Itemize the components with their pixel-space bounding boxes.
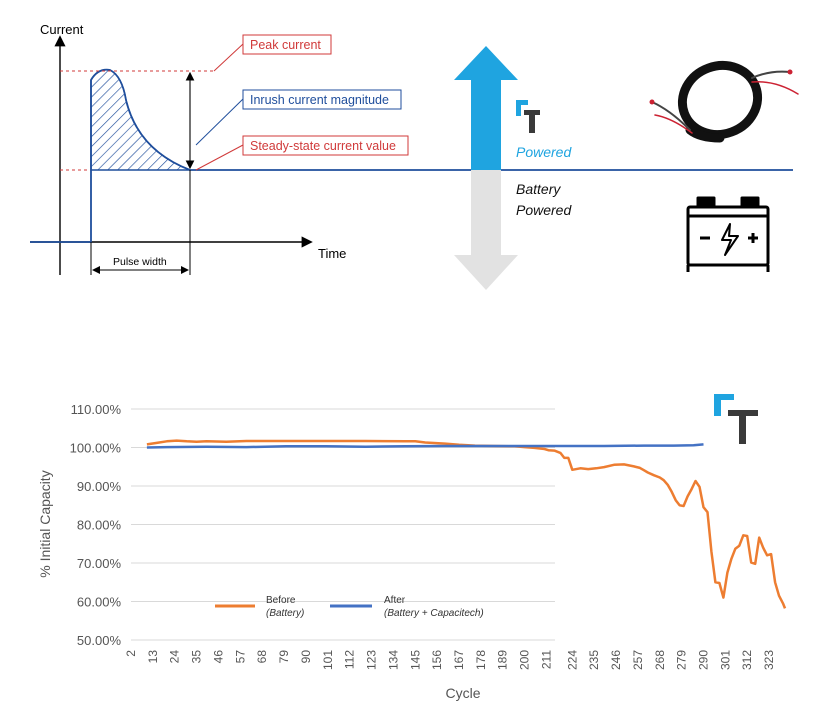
peak-callout-box <box>242 34 332 55</box>
ct-logo-icon <box>516 100 540 133</box>
x-tick-label: 189 <box>496 650 510 670</box>
x-tick-label: 101 <box>321 650 335 670</box>
x-tick-label: 301 <box>718 650 732 670</box>
y-tick-label: 60.00% <box>77 595 122 610</box>
x-tick-label: 46 <box>211 650 225 664</box>
x-tick-label: 279 <box>675 650 689 670</box>
x-tick-label: 13 <box>146 650 160 664</box>
peak-callout: Peak current <box>250 38 321 52</box>
x-tick-label: 68 <box>255 650 269 664</box>
chart-y-axis-label: % Initial Capacity <box>37 470 53 577</box>
x-tick-label: 257 <box>631 650 645 670</box>
x-tick-label: 2 <box>124 650 138 657</box>
steady-leader <box>195 144 244 171</box>
inrush-callout: Inrush current magnitude <box>250 93 389 107</box>
inrush-leader <box>195 98 244 146</box>
x-tick-label: 24 <box>168 650 182 664</box>
chart-gridlines <box>131 408 555 641</box>
x-tick-label: 167 <box>452 650 466 670</box>
powered-label: Powered <box>516 144 572 160</box>
peak-leader <box>213 43 244 72</box>
y-tick-label: 100.00% <box>70 441 122 456</box>
y-tick-label: 90.00% <box>77 479 122 494</box>
battery-icon <box>686 196 770 272</box>
battery-label-line1: Battery <box>516 181 561 197</box>
up-arrow-icon <box>454 46 518 170</box>
x-tick-label: 211 <box>539 650 553 669</box>
x-tick-label: 268 <box>653 650 667 670</box>
inrush-diagram: Current Time Pulse width Peak current In… <box>30 22 793 275</box>
chart-y-ticks: 110.00% 100.00% 90.00% 80.00% 70.00% 60.00% 50… <box>70 402 122 648</box>
capacity-chart: 110.00% 100.00% 90.00% 80.00% 70.00% 60.00% 50… <box>37 402 787 701</box>
legend-before-sub: (Battery) <box>266 608 304 619</box>
battery-label-line2: Powered <box>516 202 572 218</box>
x-tick-label: 134 <box>386 650 400 670</box>
x-tick-label: 123 <box>365 650 379 670</box>
x-tick-label: 79 <box>277 650 291 664</box>
wire-harness-icon <box>649 61 799 143</box>
x-tick-label: 145 <box>408 650 422 670</box>
chart-series <box>146 439 787 609</box>
down-arrow-icon <box>454 170 518 290</box>
chart-x-ticks: 2 13 24 35 46 57 68 79 90 101 112 123 134 145 156 167 17… <box>124 650 776 670</box>
y-tick-label: 70.00% <box>77 556 122 571</box>
legend-after-sub: (Battery + Capacitech) <box>384 608 484 619</box>
series-line-before <box>146 439 787 609</box>
x-tick-label: 90 <box>299 650 313 664</box>
x-tick-label: 112 <box>343 650 357 669</box>
y-tick-label: 50.00% <box>77 633 122 648</box>
x-tick-label: 35 <box>190 650 204 664</box>
current-curve <box>30 68 793 243</box>
chart-x-axis-label: Cycle <box>445 685 480 701</box>
chart-legend: Before (Battery) After (Battery + Capaci… <box>215 595 484 619</box>
diagram-x-axis-label: Time <box>318 246 346 261</box>
y-tick-label: 80.00% <box>77 518 122 533</box>
steady-callout: Steady-state current value <box>250 139 396 153</box>
y-tick-label: 110.00% <box>71 402 122 417</box>
diagram-y-axis-label: Current <box>40 22 84 37</box>
power-arrows <box>454 46 518 290</box>
x-tick-label: 224 <box>565 650 579 670</box>
x-tick-label: 290 <box>696 650 710 670</box>
x-tick-label: 156 <box>430 650 444 670</box>
x-tick-label: 246 <box>609 650 623 670</box>
x-tick-label: 57 <box>233 650 247 664</box>
legend-after-name: After <box>384 595 406 606</box>
series-line-after <box>146 443 704 449</box>
x-tick-label: 235 <box>587 650 601 670</box>
pulse-width-label: Pulse width <box>113 256 167 268</box>
x-tick-label: 323 <box>762 650 776 670</box>
ct-logo-icon <box>714 394 758 444</box>
inrush-area <box>90 69 191 171</box>
x-tick-label: 200 <box>518 650 532 670</box>
x-tick-label: 178 <box>474 650 488 670</box>
steady-callout-box <box>242 135 409 156</box>
legend-before-name: Before <box>266 595 296 606</box>
x-tick-label: 312 <box>740 650 754 670</box>
inrush-callout-box <box>242 89 402 110</box>
